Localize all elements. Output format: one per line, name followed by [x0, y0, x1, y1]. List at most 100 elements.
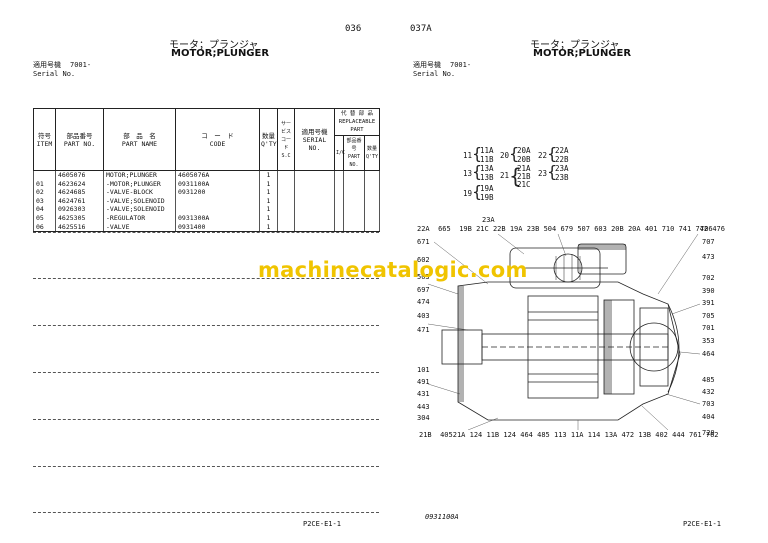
row-item: 05 — [33, 213, 56, 223]
callout-top-row: 22A 665 19B 21C 22B 19A 23B 504 679 507 … — [417, 225, 725, 233]
row-item: 02 — [33, 188, 56, 197]
row-code — [175, 205, 260, 214]
right-serial-value: 7001- — [450, 61, 472, 69]
row-separator — [33, 325, 379, 326]
row-part-no: 4624685 — [55, 188, 104, 197]
callout-label: 474 — [417, 298, 430, 306]
callout-label: 701 — [702, 324, 715, 332]
row-code — [175, 196, 260, 206]
row-part-no: 4623624 — [55, 179, 104, 189]
callout-label: 304 — [417, 414, 430, 422]
callout-label: 404 — [702, 413, 715, 421]
row-separator — [33, 232, 379, 233]
table-row: 02 4624685 -VALVE-BLOCK 0931200 1 — [33, 188, 381, 197]
row-part-name: -VALVE-BLOCK — [103, 188, 176, 197]
row-qty: 1 — [259, 222, 278, 233]
row-separator — [33, 466, 379, 467]
row-qty: 1 — [259, 170, 278, 180]
table-row: 01 4623624 -MOTOR;PLUNGER 0931100A 1 — [33, 179, 381, 189]
left-title-jp: モータ；プランジャ — [169, 40, 259, 51]
left-title-en: MOTOR;PLUNGER — [171, 48, 270, 59]
row-part-name: -VALVE — [103, 222, 176, 233]
callout-label: 403 — [417, 312, 430, 320]
row-part-no: 4624761 — [55, 196, 104, 206]
watermark-text: machinecatalogic.com — [258, 258, 528, 282]
row-qty: 1 — [259, 188, 278, 197]
right-page-number: 037A — [410, 24, 432, 34]
callout-label: 697 — [417, 286, 430, 294]
row-code: 0931200 — [175, 188, 260, 197]
callout-label: 390 — [702, 287, 715, 295]
row-code: 0931100A — [175, 179, 260, 189]
row-item: 06 — [33, 222, 56, 233]
left-footer-code: P2CE-E1-1 — [303, 520, 341, 528]
callout-label: 23A — [482, 216, 495, 224]
table-row: 04 0926303 -VALVE;SOLENOID 1 — [33, 205, 381, 214]
row-separator — [33, 419, 379, 420]
drawing-code: 0931100A — [425, 513, 459, 521]
row-part-name: -VALVE;SOLENOID — [103, 205, 176, 214]
callout-label: 353 — [702, 337, 715, 345]
callout-label: 432 — [702, 388, 715, 396]
callout-label: 702 — [702, 274, 715, 282]
row-qty: 1 — [259, 205, 278, 214]
row-item — [33, 170, 56, 180]
row-part-no: 0926303 — [55, 205, 104, 214]
callout-label: 471 — [417, 326, 430, 334]
row-code: 4605076A — [175, 170, 260, 180]
row-part-no: 4625305 — [55, 213, 104, 223]
callout-label: 720 — [702, 429, 715, 437]
callout-label: 443 — [417, 403, 430, 411]
callout-label: 503 — [417, 273, 430, 281]
row-separator — [33, 372, 379, 373]
callout-bottom-row: 21B 40521A 124 11B 124 464 485 113 11A 1… — [419, 431, 719, 439]
callout-label: 705 — [702, 312, 715, 320]
row-qty: 1 — [259, 213, 278, 223]
row-qty: 1 — [259, 179, 278, 189]
right-title-en: MOTOR;PLUNGER — [533, 48, 632, 59]
row-item: 01 — [33, 179, 56, 189]
right-title-jp: モータ；プランジャ — [530, 40, 620, 51]
right-serial-label-en: Serial No. — [413, 70, 456, 78]
callout-label: 485 — [702, 376, 715, 384]
row-code: 0931300A — [175, 213, 260, 223]
row-separator — [33, 278, 379, 279]
row-code: 0931400 — [175, 222, 260, 233]
table-row: 4605076 MOTOR;PLUNGER 4605076A 1 — [33, 170, 381, 180]
row-part-no: 4625516 — [55, 222, 104, 233]
callout-label: 706 — [700, 225, 713, 233]
callout-label: 491 — [417, 378, 430, 386]
callout-label: 473 — [702, 253, 715, 261]
callout-label: 464 — [702, 350, 715, 358]
row-part-name: MOTOR;PLUNGER — [103, 170, 176, 180]
left-page-number: 036 — [345, 24, 362, 34]
left-serial-label-jp: 適用号機 — [33, 61, 61, 69]
row-part-no: 4605076 — [55, 170, 104, 180]
row-item: 04 — [33, 205, 56, 214]
row-part-name: -MOTOR;PLUNGER — [103, 179, 176, 189]
callout-label: 703 — [702, 400, 715, 408]
right-footer-code: P2CE-E1-1 — [683, 520, 721, 528]
left-serial-value: 7001- — [70, 61, 92, 69]
callout-label: 602 — [417, 256, 430, 264]
callout-label: 101 — [417, 366, 430, 374]
row-part-name: -VALVE;SOLENOID — [103, 196, 176, 206]
right-serial-label-jp: 適用号機 — [413, 61, 441, 69]
callout-label: 707 — [702, 238, 715, 246]
motor-cross-section-drawing — [428, 234, 700, 430]
table-row: 06 4625516 -VALVE 0931400 1 — [33, 222, 381, 233]
callout-label: 391 — [702, 299, 715, 307]
table-row: 03 4624761 -VALVE;SOLENOID 1 — [33, 196, 381, 206]
callout-label: 431 — [417, 390, 430, 398]
